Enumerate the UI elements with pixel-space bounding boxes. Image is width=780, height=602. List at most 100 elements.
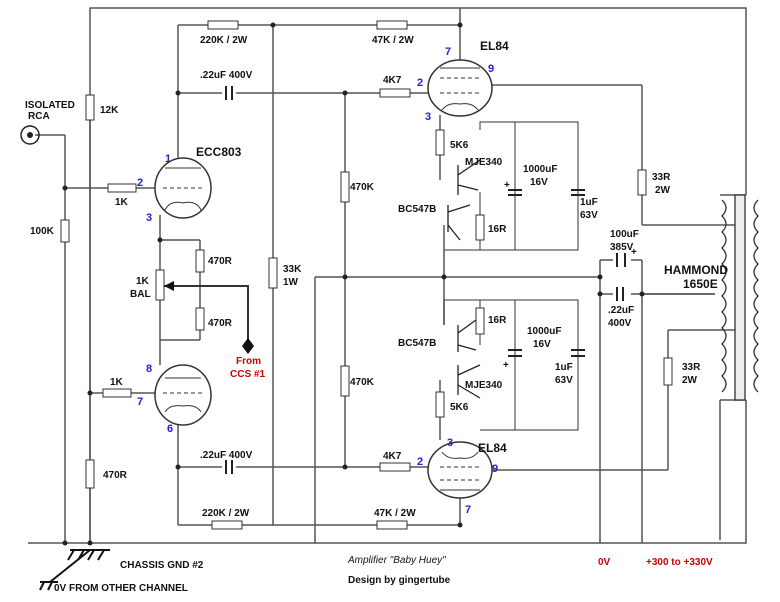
resistor-470k-top	[340, 171, 350, 203]
tube-ecc803-bottom	[154, 364, 212, 426]
label-cap-1000-bot: 1000uF	[527, 326, 561, 337]
pin-ecc-3: 3	[146, 212, 152, 224]
pin-el-bot-3: 3	[447, 437, 453, 449]
label-470k-top: 470K	[350, 182, 375, 193]
label-4k7-top: 4K7	[383, 75, 402, 86]
label-cap-22-right: .22uF	[608, 305, 634, 316]
resistor-1k-bot	[102, 388, 132, 398]
label-bc547b-bot: BC547B	[398, 338, 436, 349]
label-33k-watt: 1W	[283, 277, 299, 288]
label-pot-value: 1K	[136, 276, 150, 287]
resistor-470k-bot	[340, 365, 350, 397]
resistor-33r-top	[637, 169, 647, 196]
resistor-bodies	[60, 20, 673, 530]
capacitor-bodies	[225, 86, 626, 474]
resistor-33k	[268, 257, 278, 289]
label-bc547b-top: BC547B	[398, 204, 436, 215]
label-16r-bot: 16R	[488, 315, 507, 326]
label-470r-gnd: 470R	[103, 470, 128, 481]
label-cap-22-top: .22uF 400V	[200, 70, 253, 81]
resistor-5k6-bot	[435, 391, 445, 418]
label-16r-top: 16R	[488, 224, 507, 235]
resistor-1k-top	[107, 183, 137, 193]
resistor-12k	[85, 94, 95, 121]
label-el84-top: EL84	[480, 39, 509, 53]
resistor-100k	[60, 219, 70, 243]
plus-sign-top: +	[504, 180, 510, 191]
label-5k6-bot: 5K6	[450, 402, 469, 413]
label-cap-1u-bot-v: 63V	[555, 375, 573, 386]
label-ccs1: CCS #1	[230, 369, 265, 380]
resistor-5k6-top	[435, 129, 445, 156]
label-12k: 12K	[100, 105, 119, 116]
label-33r-bot-watt: 2W	[682, 375, 698, 386]
transistors	[447, 159, 481, 399]
resistor-470r-b	[195, 307, 205, 331]
pot-wiper-arrow	[164, 281, 174, 291]
label-47k-top: 47K / 2W	[372, 35, 414, 46]
labels: ISOLATED RCA 12K 100K 470R 1K 1K 220K / …	[25, 35, 728, 594]
label-cap-1u-top: 1uF	[580, 197, 598, 208]
label-pot-bal: BAL	[130, 289, 151, 300]
label-cap-22-right-v: 400V	[608, 318, 632, 329]
pin-el-top-2: 2	[417, 77, 423, 89]
label-cap-100: 100uF	[610, 229, 639, 240]
label-100k: 100K	[30, 226, 55, 237]
label-mje340-bot: MJE340	[465, 380, 503, 391]
label-1k-bot: 1K	[110, 377, 124, 388]
label-cap-1000-bot-v: 16V	[533, 339, 551, 350]
label-el84-bot: EL84	[478, 441, 507, 455]
label-1k-top: 1K	[115, 197, 129, 208]
label-zero-v: 0V	[598, 557, 611, 568]
resistor-33r-bot	[663, 357, 673, 386]
label-cap-1u-bot: 1uF	[555, 362, 573, 373]
label-cap-1u-top-v: 63V	[580, 210, 598, 221]
label-1650e: 1650E	[683, 277, 718, 291]
label-other-channel: 0V FROM OTHER CHANNEL	[54, 583, 188, 594]
resistor-47k-top	[376, 20, 408, 30]
resistor-16r-bot	[475, 307, 485, 335]
label-cap-1000-top-v: 16V	[530, 177, 548, 188]
label-hammond: HAMMOND	[664, 263, 728, 277]
label-supply: +300 to +330V	[646, 557, 713, 568]
label-470r-b: 470R	[208, 318, 233, 329]
pin-ecc-1: 1	[165, 153, 171, 165]
label-ecc803: ECC803	[196, 145, 242, 159]
resistor-220k-top	[207, 20, 239, 30]
tube-ecc803-top	[154, 157, 212, 219]
label-from: From	[236, 356, 261, 367]
label-47k-bot: 47K / 2W	[374, 508, 416, 519]
label-cap-1000-top: 1000uF	[523, 164, 557, 175]
pin-el-top-9: 9	[488, 63, 494, 75]
label-5k6-top: 5K6	[450, 140, 469, 151]
drawing-credit: Design by gingertube	[348, 575, 451, 586]
label-rca: RCA	[28, 111, 50, 122]
label-220k-bot: 220K / 2W	[202, 508, 250, 519]
label-4k7-bot: 4K7	[383, 451, 402, 462]
label-33r-top: 33R	[652, 172, 671, 183]
resistor-220k-bot	[211, 520, 243, 530]
label-chassis-gnd: CHASSIS GND #2	[120, 560, 204, 571]
resistor-4k7-top	[379, 88, 411, 98]
resistor-47k-bot	[376, 520, 408, 530]
resistor-4k7-bot	[379, 462, 411, 472]
tube-el84-bottom	[427, 441, 493, 499]
drawing-title: Amplifier "Baby Huey"	[347, 555, 446, 566]
label-33r-top-watt: 2W	[655, 185, 671, 196]
junctions	[62, 22, 645, 546]
tube-el84-top	[427, 59, 493, 117]
potentiometer-bal	[155, 269, 165, 301]
pin-ecc-7: 7	[137, 396, 143, 408]
label-33k: 33K	[283, 264, 302, 275]
label-220k-top: 220K / 2W	[200, 35, 248, 46]
pin-ecc-6: 6	[167, 423, 173, 435]
pin-el-top-3: 3	[425, 111, 431, 123]
pin-ecc-8: 8	[146, 363, 152, 375]
label-isolated: ISOLATED	[25, 100, 75, 111]
label-cap-100-v: 385V	[610, 242, 634, 253]
resistor-470r-a	[195, 249, 205, 273]
output-transformer	[721, 194, 759, 401]
pin-ecc-2: 2	[137, 177, 143, 189]
pin-el-bot-2: 2	[417, 456, 423, 468]
